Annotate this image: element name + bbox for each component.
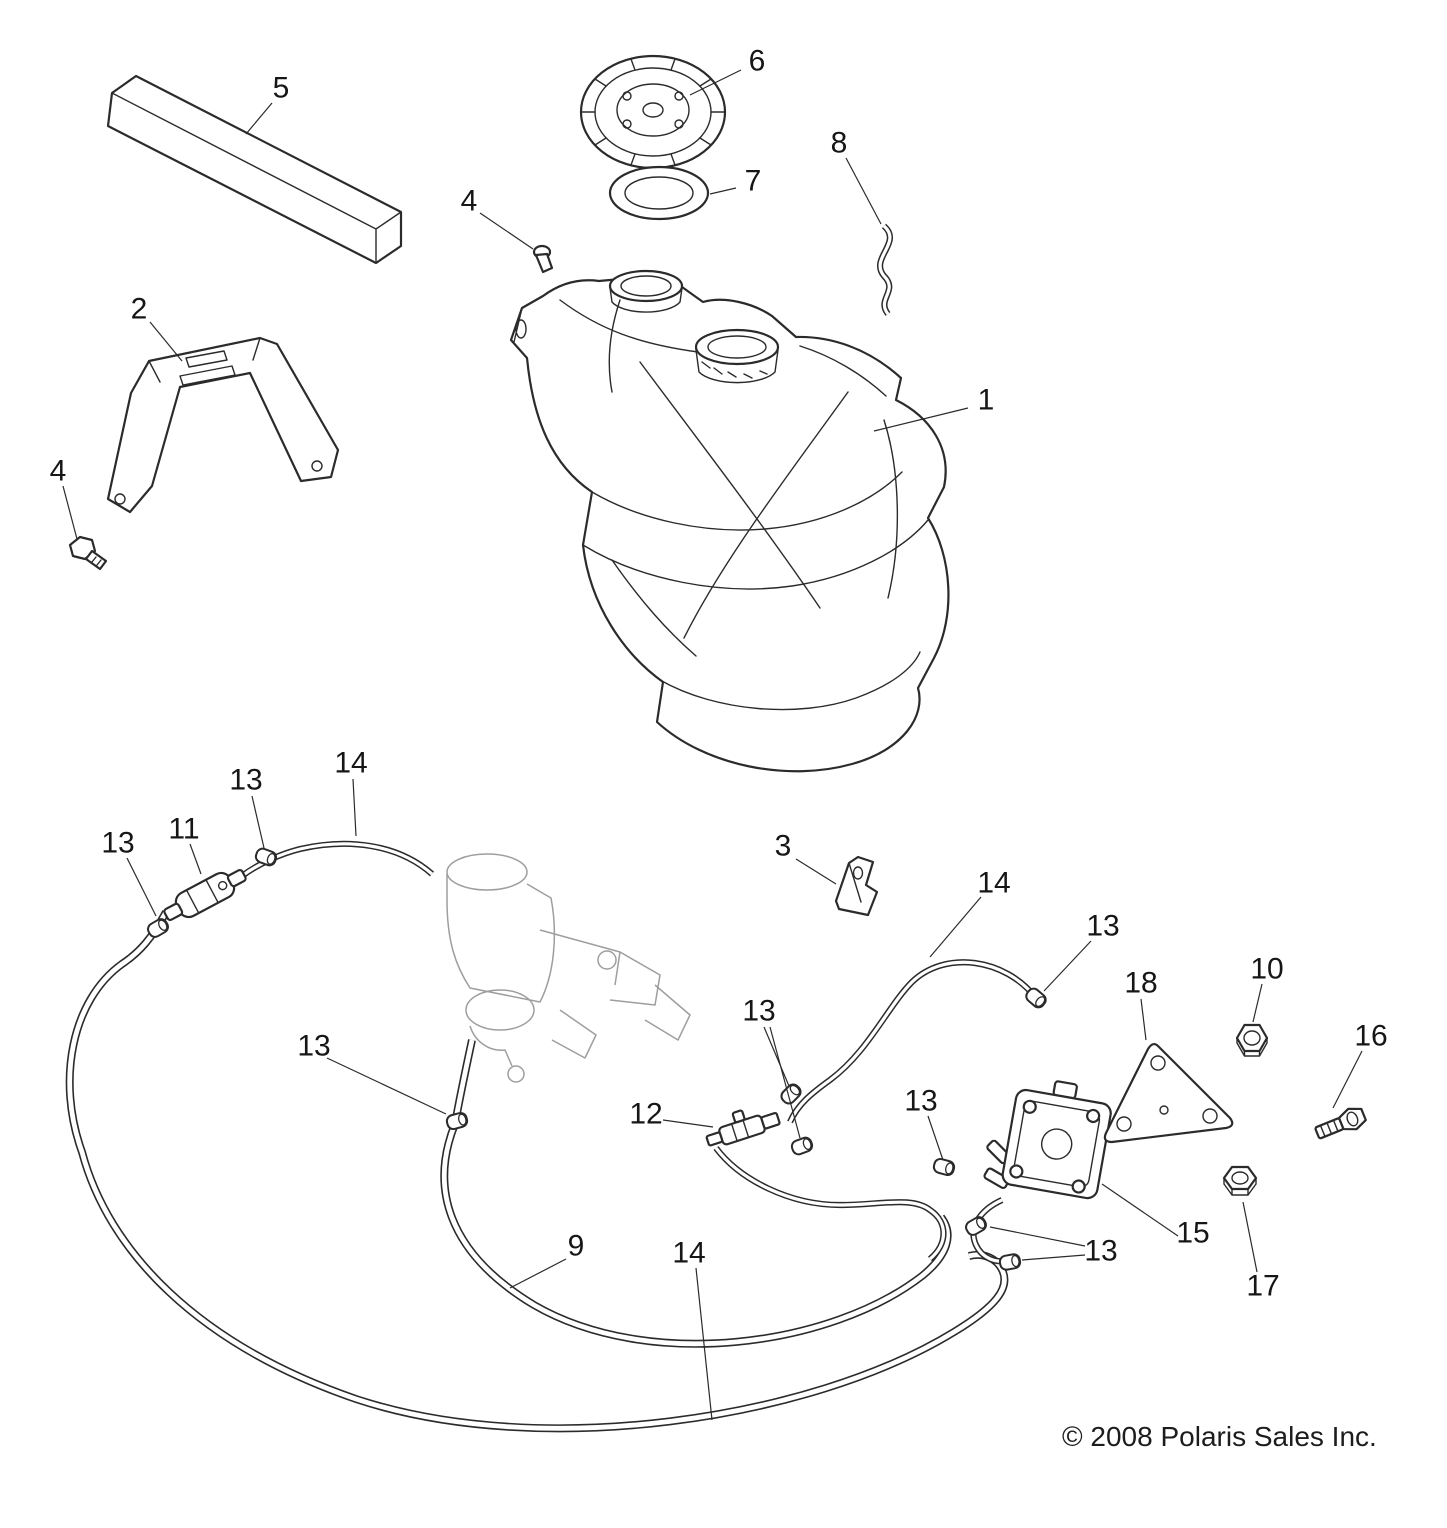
leader-line-15 — [1101, 1183, 1179, 1237]
fuel-tank — [509, 269, 950, 773]
fuel-pump — [983, 1080, 1112, 1200]
callout-14: 14 — [334, 747, 367, 780]
hose-clamp — [962, 1213, 990, 1239]
leader-line-5 — [245, 102, 273, 135]
leader-line-13 — [1021, 1254, 1086, 1261]
callout-13: 13 — [297, 1030, 330, 1063]
leader-line-11 — [189, 843, 202, 875]
leader-line-13 — [1043, 940, 1092, 992]
leader-line-10 — [1252, 983, 1263, 1023]
foam-seal-strip — [106, 74, 403, 265]
callout-1: 1 — [978, 384, 995, 417]
callout-13: 13 — [742, 995, 775, 1028]
carburetor-ghost — [446, 853, 691, 1083]
fuel-filter — [163, 869, 247, 921]
fuel-cap — [579, 54, 727, 170]
callout-9: 9 — [568, 1230, 585, 1263]
vent-hose — [880, 226, 890, 314]
fuel-line-outer — [70, 912, 1005, 1428]
screw-4-top — [532, 244, 554, 274]
callout-13: 13 — [1086, 910, 1119, 943]
leader-line-13 — [251, 795, 265, 849]
hose-clamp — [997, 1252, 1023, 1272]
nut-10 — [1235, 1023, 1269, 1057]
callout-12: 12 — [629, 1098, 662, 1131]
callout-14: 14 — [977, 867, 1010, 900]
callout-14: 14 — [672, 1237, 705, 1270]
leader-line-17 — [1242, 1201, 1258, 1273]
pump-mount-plate — [1103, 1042, 1234, 1144]
hose-clamp — [931, 1156, 957, 1178]
callout-18: 18 — [1124, 967, 1157, 1000]
leader-line-3 — [795, 858, 837, 885]
hose-clamp — [444, 1110, 470, 1132]
callout-15: 15 — [1176, 1217, 1209, 1250]
callout-17: 17 — [1246, 1270, 1279, 1303]
leader-line-13 — [769, 1026, 801, 1139]
screw-4-left — [68, 535, 108, 571]
leader-line-16 — [1332, 1050, 1363, 1109]
bolt-16 — [1314, 1107, 1367, 1140]
flange-nut-17 — [1222, 1165, 1258, 1196]
leader-line-13 — [927, 1115, 944, 1161]
cap-gasket — [608, 165, 710, 221]
leader-line-9 — [509, 1258, 567, 1289]
fuel-valve-fitting — [705, 1109, 781, 1147]
callout-13: 13 — [904, 1085, 937, 1118]
leader-line-1 — [873, 407, 969, 432]
leader-line-7 — [709, 187, 737, 195]
leader-line-13 — [126, 857, 157, 917]
callout-16: 16 — [1354, 1020, 1387, 1053]
callout-6: 6 — [749, 45, 766, 78]
leader-line-6 — [689, 69, 742, 96]
fuel-line-valve-to-pump — [716, 1148, 944, 1259]
callout-4: 4 — [50, 455, 67, 488]
leader-line-14 — [695, 1267, 713, 1421]
callout-13: 13 — [1084, 1235, 1117, 1268]
leader-line-2 — [149, 321, 183, 362]
fuel-line-inner — [444, 1040, 947, 1344]
callout-7: 7 — [745, 165, 762, 198]
bracket-3 — [834, 855, 879, 917]
callout-11: 11 — [168, 813, 199, 846]
callout-13: 13 — [101, 827, 134, 860]
callout-2: 2 — [131, 293, 148, 326]
leader-line-14 — [929, 896, 982, 958]
leader-line-18 — [1140, 998, 1147, 1041]
copyright-notice: © 2008 Polaris Sales Inc. — [1062, 1421, 1377, 1452]
leader-line-4 — [479, 212, 534, 250]
callout-13: 13 — [229, 764, 262, 797]
hose-clamp — [789, 1135, 815, 1157]
leader-line-14 — [352, 778, 357, 837]
callout-5: 5 — [273, 72, 290, 105]
leader-line-8 — [845, 157, 882, 225]
leader-line-12 — [662, 1119, 714, 1128]
tank-mount-bracket — [106, 336, 340, 514]
callout-10: 10 — [1250, 953, 1283, 986]
leader-line-13 — [763, 1026, 790, 1087]
leader-line-13 — [989, 1226, 1086, 1247]
leader-line-13 — [326, 1057, 447, 1115]
callout-3: 3 — [775, 830, 792, 863]
callout-8: 8 — [831, 127, 848, 160]
callout-4: 4 — [461, 185, 478, 218]
leader-line-4 — [62, 485, 78, 540]
